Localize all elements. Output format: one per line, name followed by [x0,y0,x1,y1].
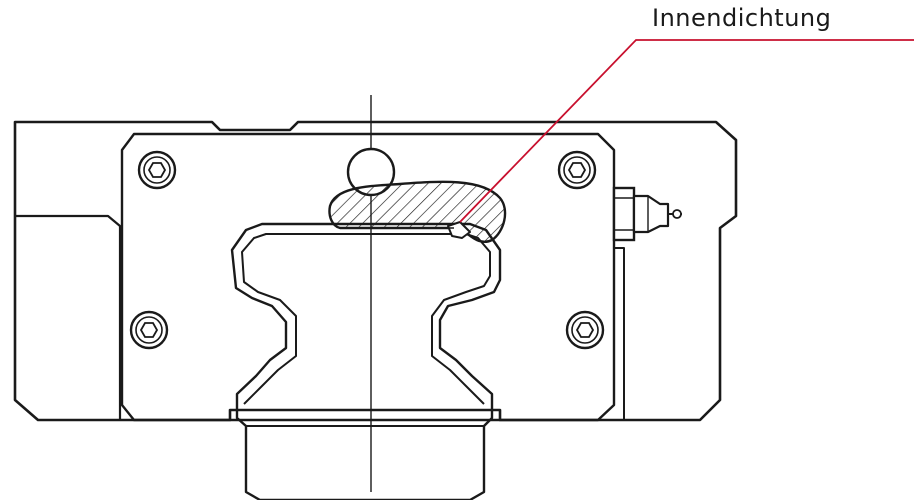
carriage-left-flange [15,214,122,420]
inner-seal-section [328,180,507,243]
hex-screw-top-left [137,150,177,190]
guide-rail-outer [230,222,502,500]
callout-leader-line [459,39,914,223]
carriage-right-step [614,247,625,420]
guide-rail-inner-line [241,233,491,405]
hex-screw-bottom-right [565,310,605,350]
hex-screw-top-right [557,150,597,190]
seal-lip [447,221,471,239]
end-plate-outline [120,132,616,422]
callout-label-inner-seal: Innendichtung [652,4,832,32]
hex-screw-bottom-left [129,310,169,350]
lubrication-nipple [612,186,682,242]
